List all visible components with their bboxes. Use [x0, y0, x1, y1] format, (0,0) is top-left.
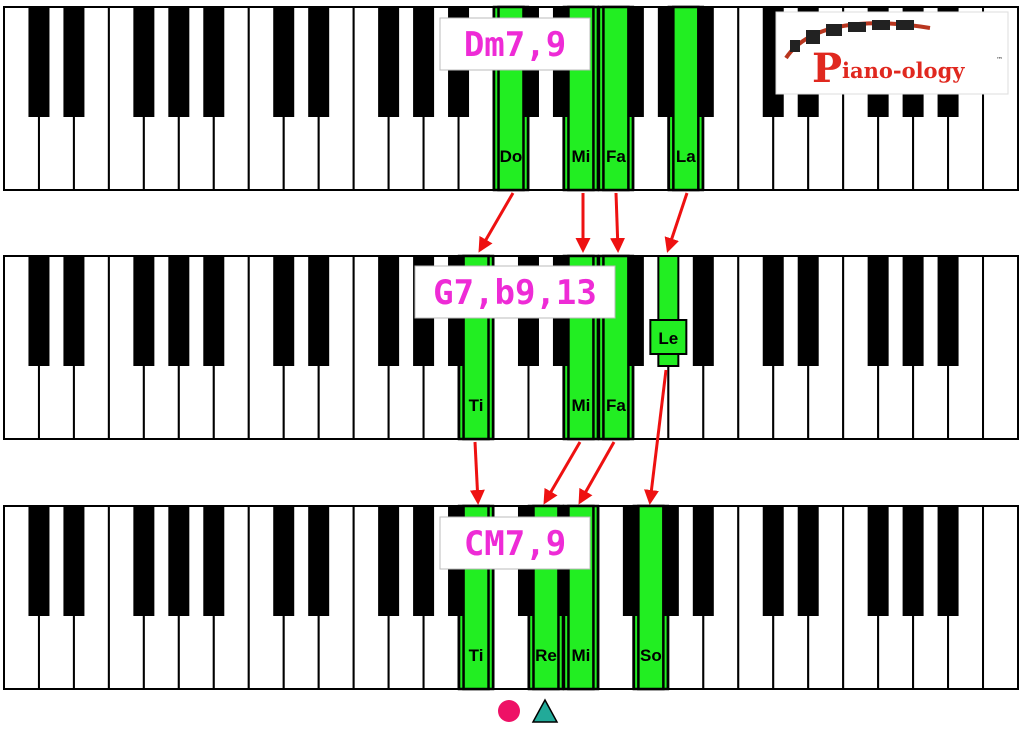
black-key: [273, 7, 295, 117]
black-key: [867, 256, 889, 366]
root-marker-circle-icon: [498, 700, 520, 722]
black-key: [28, 7, 50, 117]
black-note-label-box: [649, 319, 688, 355]
note-label: Re: [535, 646, 557, 665]
note-label: Ti: [469, 396, 484, 415]
note-label: Mi: [571, 646, 590, 665]
black-key: [762, 506, 784, 616]
note-label: Mi: [571, 147, 590, 166]
black-key: [28, 506, 50, 616]
keyboard-cm7-9: Ti Re Mi So: [3, 504, 1020, 691]
black-key: [168, 7, 190, 117]
note-label: Fa: [606, 147, 626, 166]
black-key: [797, 506, 819, 616]
white-key: [982, 505, 1020, 690]
black-key: [378, 256, 400, 366]
black-key: [203, 256, 225, 366]
black-key: [273, 506, 295, 616]
black-key: [308, 7, 330, 117]
black-key: [867, 506, 889, 616]
black-key: [133, 7, 155, 117]
black-key: [797, 256, 819, 366]
arrow-le-to-so: [643, 369, 668, 505]
arrow-mi-to-re: [543, 441, 582, 505]
logo-initial: P: [812, 45, 842, 92]
note-label: Fa: [606, 396, 626, 415]
note-label: Ti: [469, 646, 484, 665]
note-label: Mi: [571, 396, 590, 415]
black-key: [413, 7, 435, 117]
black-key: [63, 7, 85, 117]
keyboard-g7-b9-13: Ti Mi Fa Le: [3, 254, 1020, 441]
chord-label-1: Dm7,9: [439, 17, 591, 71]
voice-leading-arrows: [469, 192, 689, 505]
black-key: [937, 506, 959, 616]
black-key: [308, 256, 330, 366]
black-key: [28, 256, 50, 366]
chord-name: Dm7,9: [464, 25, 566, 65]
piano-swirl-icon: [784, 20, 931, 60]
highlighted-key-column: [637, 504, 665, 691]
black-key: [203, 506, 225, 616]
black-key: [63, 256, 85, 366]
note-label: La: [676, 147, 696, 166]
arrow-do-to-ti: [478, 192, 515, 253]
arrow-la-to-le: [664, 192, 689, 253]
black-key: [168, 256, 190, 366]
highlighted-key-column: [672, 5, 700, 192]
black-key: [133, 506, 155, 616]
white-key: [982, 255, 1020, 440]
chord-name: G7,b9,13: [433, 273, 597, 313]
chord-label-2: G7,b9,13: [414, 265, 616, 319]
black-key: [168, 506, 190, 616]
black-key: [937, 256, 959, 366]
black-key: [902, 506, 924, 616]
pianology-logo: P iano-ology ™: [775, 11, 1009, 95]
black-key: [273, 256, 295, 366]
black-key: [902, 256, 924, 366]
logo-trademark: ™: [996, 56, 1003, 64]
black-key: [692, 256, 714, 366]
arrow-ti-to-ti: [469, 441, 485, 505]
black-key: [63, 506, 85, 616]
black-key: [133, 256, 155, 366]
chord-name: CM7,9: [464, 524, 566, 564]
black-key: [692, 506, 714, 616]
black-key: [378, 7, 400, 117]
black-key: [762, 256, 784, 366]
note-label: Le: [658, 329, 678, 348]
black-key: [308, 506, 330, 616]
logo-text: iano-ology: [842, 58, 965, 83]
arrow-fa-to-fa: [610, 192, 626, 253]
black-key: [378, 506, 400, 616]
highlighted-key-column: [602, 5, 630, 192]
note-label: Do: [500, 147, 523, 166]
black-key: [413, 506, 435, 616]
ninth-marker-triangle-icon: [531, 698, 559, 723]
arrow-fa-to-mi: [578, 441, 616, 505]
black-key: [203, 7, 225, 117]
note-label: So: [640, 646, 662, 665]
chord-label-3: CM7,9: [439, 516, 591, 570]
